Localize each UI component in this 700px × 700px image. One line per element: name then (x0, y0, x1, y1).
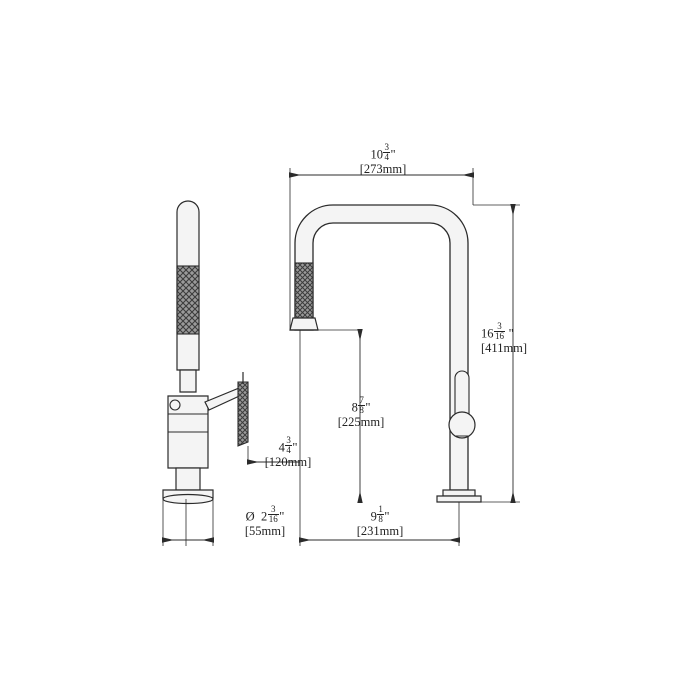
side-view-faucet (162, 200, 249, 505)
dimension-lines (162, 172, 516, 543)
dim-value-metric: [273mm] (359, 162, 407, 176)
dim-value-metric: [55mm] (244, 524, 286, 538)
dim-value-metric: [120mm] (264, 455, 312, 469)
dim-value-metric: [231mm] (356, 524, 404, 538)
dim-value-metric: [225mm] (337, 415, 385, 429)
front-view-faucet (289, 204, 482, 503)
dim-value-metric: [411mm] (481, 341, 528, 355)
